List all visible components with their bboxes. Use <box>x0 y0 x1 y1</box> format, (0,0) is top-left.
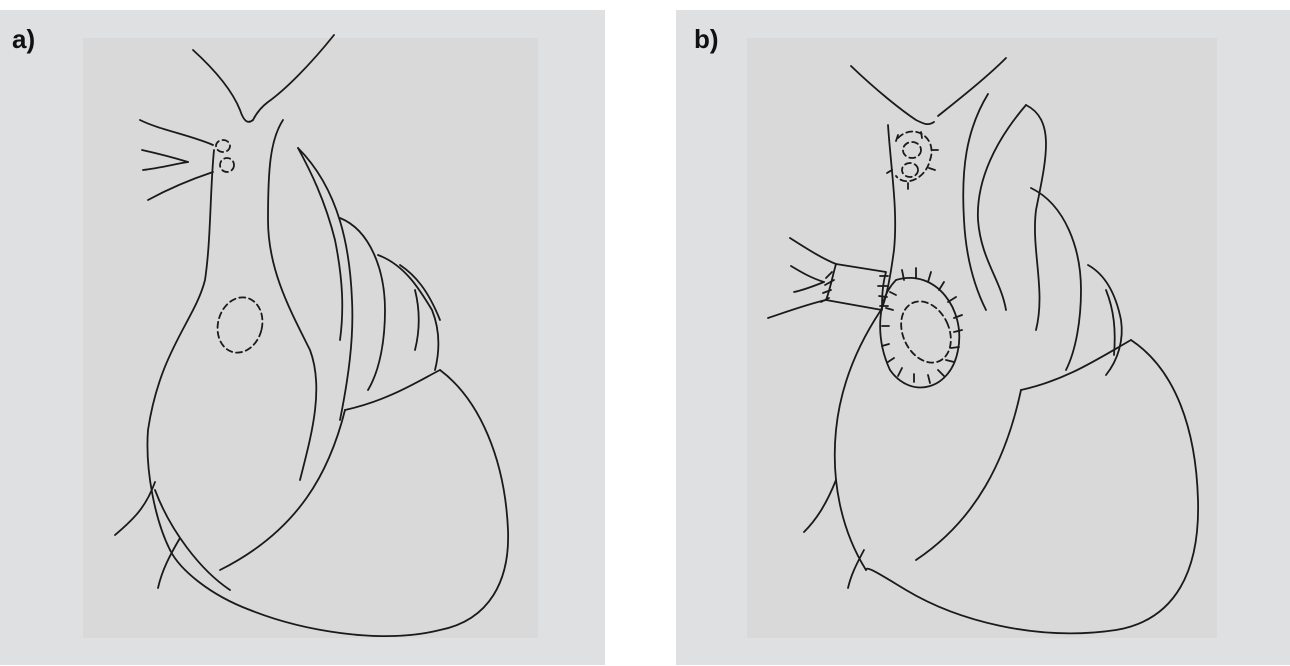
svc-left-branch <box>193 50 253 122</box>
ivc-lower <box>848 550 864 588</box>
svc-left-branch <box>851 66 934 124</box>
svc-left-wall <box>835 125 895 570</box>
patch-outline <box>880 278 959 388</box>
heart-diagram-b <box>676 10 1290 665</box>
ventricle-outline <box>866 340 1198 633</box>
stitch <box>921 132 922 138</box>
svc-right-branch <box>938 58 1006 116</box>
pulmonary-vein-4 <box>148 172 213 200</box>
stitch <box>929 168 935 170</box>
small-dashed-circle-2 <box>902 163 918 177</box>
ivc-left <box>115 482 155 535</box>
small-dashed-circle-1 <box>903 142 921 158</box>
aorta-left <box>978 105 1026 310</box>
svc-sutured-patch <box>887 132 938 189</box>
pulmonary-vein-3 <box>143 162 188 170</box>
panel-b: b) <box>676 10 1290 665</box>
atrial-sutured-patch <box>880 268 962 387</box>
pulmonary-vein-lower <box>768 300 826 318</box>
aorta-right <box>298 148 352 420</box>
pulmonary-vein-upper <box>790 238 836 264</box>
dashed-oval-defect <box>212 292 269 357</box>
pulmonary-trunk <box>340 218 385 390</box>
ivc-left <box>804 480 836 532</box>
interventricular-groove <box>345 370 440 410</box>
small-dashed-circle-2 <box>220 158 234 172</box>
patch-stitches <box>882 268 962 383</box>
heart-diagram-a <box>0 10 605 665</box>
dashed-oval-defect <box>892 293 961 370</box>
ivc-lower <box>158 538 180 588</box>
appendage-tip <box>415 290 419 350</box>
svc-right-wall <box>963 94 988 310</box>
panel-a: a) <box>0 10 605 665</box>
svc-right-wall <box>268 120 316 480</box>
pulmonary-vein-2 <box>142 150 188 162</box>
graft-tube <box>826 264 886 310</box>
appendage-tip <box>1106 290 1115 355</box>
aorta-right <box>1026 105 1046 330</box>
ventricle-inner-curve <box>220 410 345 570</box>
left-atrial-appendage <box>1088 265 1122 375</box>
vein-fork-2 <box>794 282 824 292</box>
ventricle-inner-curve <box>916 390 1021 560</box>
vein-fork-1 <box>791 266 824 282</box>
ventricle-outline <box>170 370 508 636</box>
svc-suture-ring <box>896 132 932 182</box>
pulmonary-vein-1 <box>140 120 213 145</box>
small-dashed-circle-1 <box>216 140 230 152</box>
svc-right-branch <box>253 35 334 120</box>
stitch <box>896 135 898 141</box>
svc-left-wall <box>147 150 214 550</box>
